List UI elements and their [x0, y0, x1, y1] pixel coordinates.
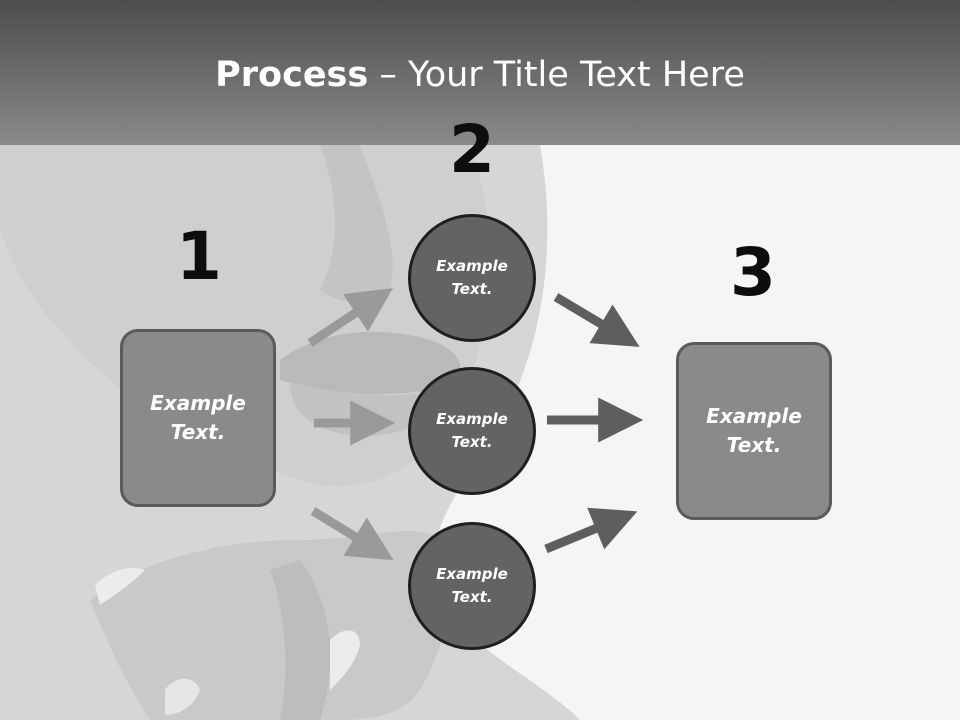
- step-number-3: 3: [730, 234, 776, 311]
- step-2-circle-bottom: Example Text.: [408, 522, 536, 650]
- arrow-2a-to-3: [553, 293, 640, 347]
- step-2-circle-top: Example Text.: [408, 214, 536, 342]
- circle-bottom-text: Example Text.: [436, 565, 508, 606]
- title-bar: Process – Your Title Text Here: [0, 0, 960, 145]
- slide-title: Process – Your Title Text Here: [0, 52, 960, 98]
- step-2-circle-middle: Example Text.: [408, 367, 536, 495]
- step-number-2: 2: [449, 111, 495, 188]
- step-3-box: Example Text.: [676, 342, 832, 520]
- step-1-box: Example Text.: [120, 329, 276, 507]
- title-rest: – Your Title Text Here: [368, 55, 745, 95]
- circle-middle-text: Example Text.: [436, 410, 508, 451]
- arrow-1-to-2c: [310, 507, 394, 561]
- arrow-2c-to-3: [544, 507, 638, 554]
- step-number-1: 1: [176, 218, 222, 295]
- step-1-text: Example Text.: [150, 391, 246, 444]
- circle-top-text: Example Text.: [436, 257, 508, 298]
- step-3-text: Example Text.: [706, 404, 802, 457]
- arrow-1-to-2a: [307, 288, 394, 347]
- title-bold: Process: [215, 55, 369, 95]
